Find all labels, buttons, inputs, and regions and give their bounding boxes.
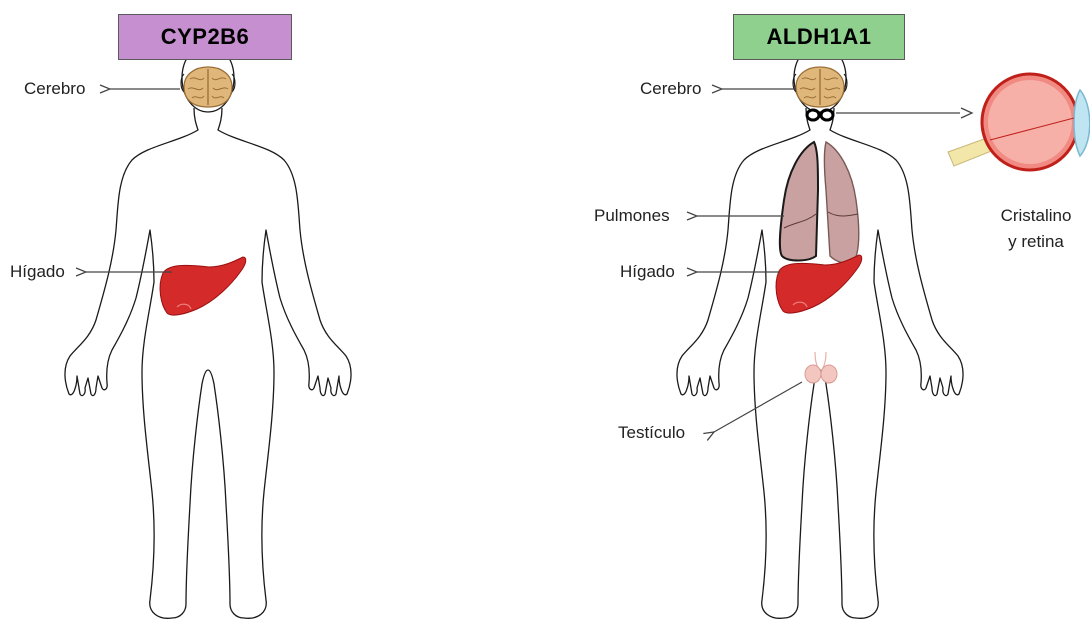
title-aldh1a1: ALDH1A1 <box>733 14 905 60</box>
label-eye-line1: Cristalino <box>990 206 1082 226</box>
brain-right <box>796 67 844 107</box>
arrow-eye-head <box>961 108 972 118</box>
brain-left <box>184 67 232 107</box>
title-cyp2b6: CYP2B6 <box>118 14 292 60</box>
label-brain-right: Cerebro <box>640 79 701 99</box>
label-brain-left: Cerebro <box>24 79 85 99</box>
label-liver-left: Hígado <box>10 262 65 282</box>
eyeball <box>948 74 1090 170</box>
body-outline-right <box>677 44 963 618</box>
label-lungs: Pulmones <box>594 206 670 226</box>
label-eye-line2: y retina <box>990 232 1082 252</box>
label-testis: Testículo <box>618 423 685 443</box>
label-liver-right: Hígado <box>620 262 675 282</box>
body-outline-left <box>65 44 351 618</box>
